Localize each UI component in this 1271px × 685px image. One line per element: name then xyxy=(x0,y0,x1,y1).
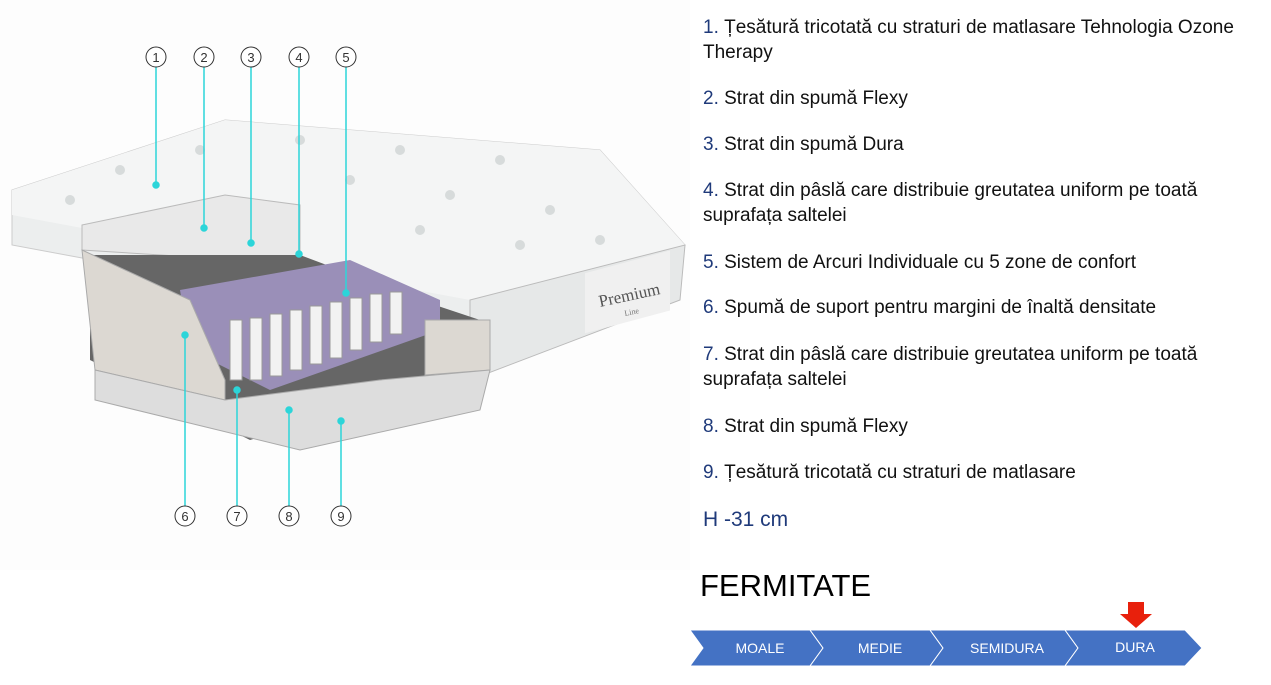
callout-9: 9 xyxy=(337,509,344,524)
firmness-label-semidura: SEMIDURA xyxy=(970,640,1044,656)
brand-sub-label: Line xyxy=(624,306,641,318)
layer-item-6: 6. Spumă de suport pentru margini de îna… xyxy=(703,297,1157,318)
layer-item-4: 4. Strat din pâslă care distribuie greut… xyxy=(703,180,1198,226)
firmness-label-moale: MOALE xyxy=(735,640,785,656)
firmness-label-dura: DURA xyxy=(1115,639,1155,655)
mattress-illustration: Premium Line 1 2 3 4 5 6 7 8 9 xyxy=(0,0,690,570)
firmness-level-dura xyxy=(1064,629,1203,667)
selected-marker-arrow-icon xyxy=(1120,602,1152,628)
layer-item-9: 9. Țesătură tricotată cu straturi de mat… xyxy=(703,462,1076,483)
callout-7: 7 xyxy=(233,509,240,524)
layer-item-7: 7. Strat din pâslă care distribuie greut… xyxy=(703,344,1198,390)
layer-item-2: 2. Strat din spumă Flexy xyxy=(703,88,908,109)
mattress-cutaway-diagram: Premium Line 1 2 3 4 5 6 7 8 9 xyxy=(11,46,686,527)
callout-6: 6 xyxy=(181,509,188,524)
firmness-title: FERMITATE xyxy=(700,568,872,603)
layer-item-3: 3. Strat din spumă Dura xyxy=(703,134,904,155)
callout-8: 8 xyxy=(285,509,292,524)
mattress-height: H -31 cm xyxy=(703,508,789,531)
callout-5: 5 xyxy=(342,50,349,65)
callout-3: 3 xyxy=(247,50,254,65)
layer-item-5: 5. Sistem de Arcuri Individuale cu 5 zon… xyxy=(703,252,1137,273)
callout-2: 2 xyxy=(200,50,207,65)
firmness-label-medie: MEDIE xyxy=(857,640,903,656)
layer-item-1: 1. Țesătură tricotată cu straturi de mat… xyxy=(703,17,1234,63)
callout-4: 4 xyxy=(295,50,302,65)
callout-1: 1 xyxy=(152,50,159,65)
layer-item-8: 8. Strat din spumă Flexy xyxy=(703,416,908,437)
